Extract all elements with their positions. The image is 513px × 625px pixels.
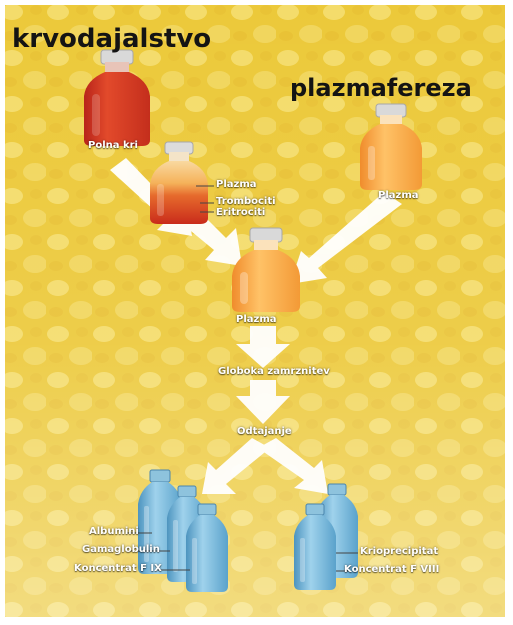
label-apheresis-plasma: Plazma xyxy=(378,190,419,201)
arrow-thawing-to-fractions-left xyxy=(202,438,270,494)
apheresis-plasma-bottle xyxy=(360,103,422,190)
title-blood-donation: krvodajalstvo xyxy=(12,24,212,54)
label-erythrocytes-layer: Eritrociti xyxy=(216,207,266,218)
label-cryoprecipitate: Krioprecipitat xyxy=(360,546,439,557)
title-plasmapheresis: plazmafereza xyxy=(290,74,472,102)
label-platelets-layer: Trombociti xyxy=(216,196,276,207)
label-pooled-plasma: Plazma xyxy=(236,314,277,325)
label-whole-blood: Polna kri xyxy=(88,140,138,151)
separated-blood-bottle xyxy=(150,141,214,224)
label-thawing: Odtajanje xyxy=(237,426,292,437)
label-factor-viii: Koncentrat F VIII xyxy=(344,564,440,575)
arrow-freezing-to-thawing xyxy=(236,380,290,424)
label-albumin: Albumini xyxy=(89,526,139,537)
label-deep-freezing: Globoka zamrznitev xyxy=(218,366,330,377)
label-plasma-layer: Plazma xyxy=(216,179,257,190)
whole-blood-bottle xyxy=(84,49,150,146)
arrow-plasma-to-freezing xyxy=(236,326,290,368)
arrow-apheresis-to-plasma xyxy=(290,192,402,284)
arrow-thawing-to-fractions-right xyxy=(258,438,328,494)
product-bottles-right xyxy=(294,483,358,590)
product-bottles-left xyxy=(138,469,228,592)
label-gammaglobulin: Gamaglobulin xyxy=(82,544,160,555)
pooled-plasma-bottle xyxy=(232,227,300,312)
label-factor-ix: Koncentrat F IX xyxy=(74,563,162,574)
